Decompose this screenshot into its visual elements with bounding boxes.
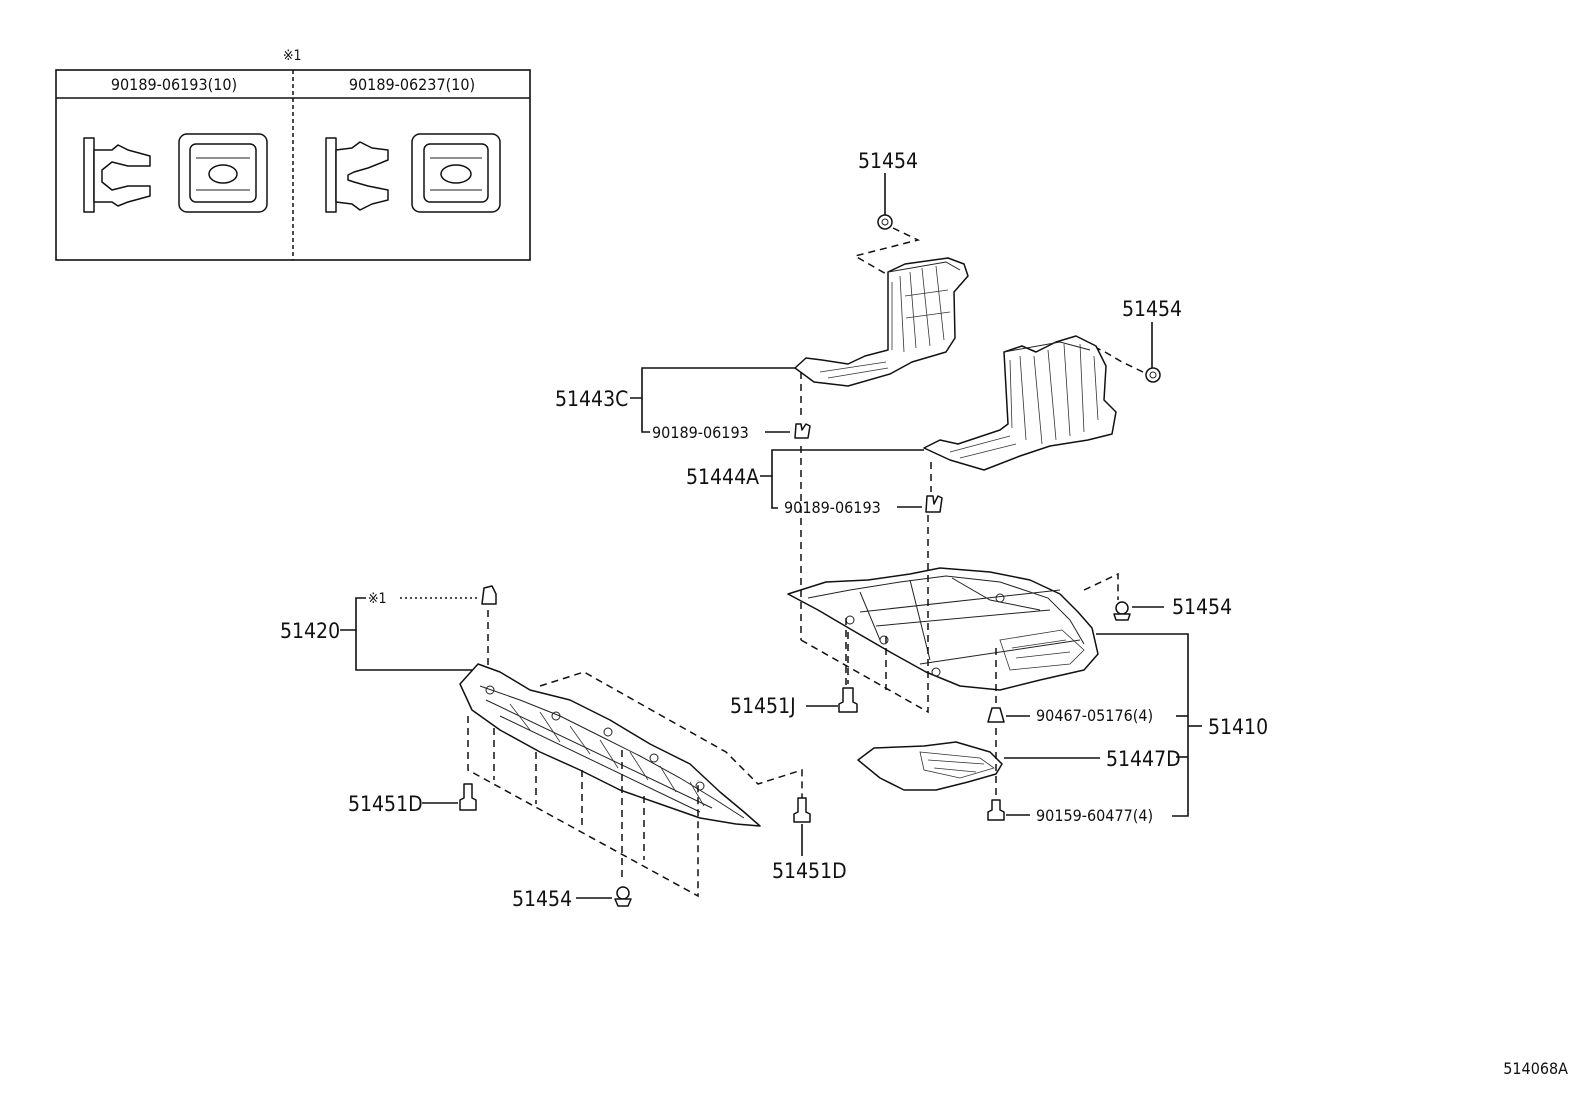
- nut-51454-top-left: 51454: [853, 149, 921, 276]
- label-cover-51444A: 51444A: [686, 465, 759, 489]
- leader-51444A-clip: [771, 476, 778, 509]
- clip-side-icon-1: [83, 137, 151, 213]
- bolt-51451D-right: 51451D: [772, 797, 847, 883]
- cover-51410: [787, 567, 1099, 691]
- nut-51454-right: 51454: [1113, 595, 1232, 621]
- nut-51454-top-right: 51454: [1079, 297, 1182, 383]
- label-clip-90467: 90467-05176(4): [1036, 706, 1153, 725]
- bolt-51451J: 51451J: [730, 632, 858, 718]
- label-cover-51447D: 51447D: [1106, 747, 1181, 771]
- leader-51410: [1096, 633, 1189, 817]
- label-nut-top-right: 51454: [1122, 297, 1182, 321]
- label-bolt-51451J: 51451J: [730, 694, 796, 718]
- leader-51443C-clip: [641, 398, 650, 433]
- front-projection-top: [539, 671, 803, 800]
- label-cover-51443C: 51443C: [555, 387, 628, 411]
- clip-side-icon-2: [325, 137, 389, 213]
- clip-front-cover: [481, 585, 497, 605]
- clip-top-icon-2: [411, 133, 501, 213]
- legend-col1-part: 90189-06193(10): [111, 75, 237, 94]
- label-nut-bottom: 51454: [512, 887, 572, 911]
- clip-right-icon: [925, 495, 943, 513]
- leader-51443C: [630, 367, 795, 399]
- leader-51420-ref: [340, 597, 366, 631]
- label-cover-51410: 51410: [1208, 715, 1268, 739]
- screw-90159-60477: 90159-60477(4): [987, 728, 1153, 825]
- cover-51444A: [923, 335, 1117, 471]
- label-clip-left: 90189-06193: [652, 423, 749, 442]
- cover-51420: [459, 663, 761, 827]
- cover-51447D: 51447D: [857, 741, 1181, 791]
- label-clip-right: 90189-06193: [784, 498, 881, 517]
- label-cover-51420: 51420: [280, 619, 340, 643]
- diagram-id: 514068A: [1503, 1059, 1568, 1078]
- label-nut-right: 51454: [1172, 595, 1232, 619]
- legend-mark: ※1: [283, 48, 302, 64]
- label-screw-90159: 90159-60477(4): [1036, 806, 1153, 825]
- label-nut-top-left: 51454: [858, 149, 918, 173]
- bolt-51451D-left: 51451D: [348, 783, 477, 816]
- legend-table: ※1 90189-06193(10) 90189-06237(10): [55, 48, 531, 261]
- cover-51443C: [794, 257, 969, 387]
- clip-left-icon: [794, 423, 811, 439]
- label-bolt-51451D-right: 51451D: [772, 859, 847, 883]
- front-projection-bottom: [467, 716, 699, 898]
- legend-col2-part: 90189-06237(10): [349, 75, 475, 94]
- label-ref-mark: ※1: [368, 591, 387, 607]
- nut-51454-bottom: 51454: [512, 886, 632, 911]
- projection-box: [800, 512, 929, 714]
- leader-51444A: [760, 449, 924, 477]
- label-bolt-51451D-left: 51451D: [348, 792, 423, 816]
- clip-90467-05176: 90467-05176(4): [987, 648, 1153, 725]
- clip-top-icon-1: [178, 133, 268, 213]
- leader-51420: [355, 630, 472, 671]
